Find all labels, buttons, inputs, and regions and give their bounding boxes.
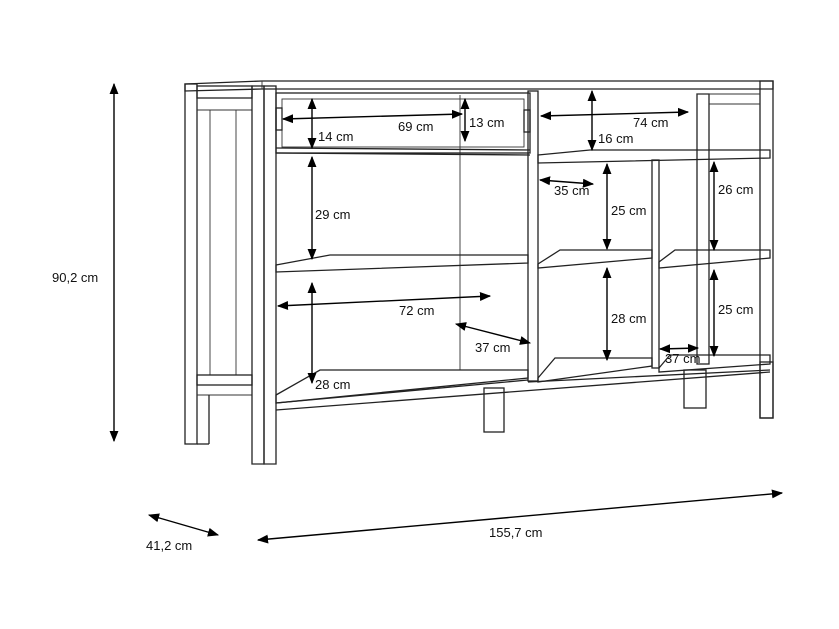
- label-width-total: 155,7 cm: [489, 525, 542, 540]
- dimension-labels: 90,2 cm 41,2 cm 155,7 cm 14 cm 69 cm 13 …: [52, 115, 753, 553]
- label-left-lower-depth: 37 cm: [475, 340, 510, 355]
- label-drawer-height: 14 cm: [318, 129, 353, 144]
- label-height-total: 90,2 cm: [52, 270, 98, 285]
- label-drawer-depth: 13 cm: [469, 115, 504, 130]
- label-right-lower-height: 25 cm: [718, 302, 753, 317]
- label-depth-total: 41,2 cm: [146, 538, 192, 553]
- label-right-lower-depth: 37 cm: [665, 351, 700, 366]
- furniture-outline: [184, 80, 774, 465]
- label-mid-upper-height: 25 cm: [611, 203, 646, 218]
- label-right-upper-height: 26 cm: [718, 182, 753, 197]
- label-left-lower-width: 72 cm: [399, 303, 434, 318]
- label-drawer-width: 69 cm: [398, 119, 433, 134]
- label-left-lower-height: 28 cm: [315, 377, 350, 392]
- label-top-right-height: 16 cm: [598, 131, 633, 146]
- label-mid-lower-height: 28 cm: [611, 311, 646, 326]
- dimension-lines: [109, 82, 784, 544]
- label-top-right-width: 74 cm: [633, 115, 668, 130]
- label-left-upper-height: 29 cm: [315, 207, 350, 222]
- label-mid-cell-width: 35 cm: [554, 183, 589, 198]
